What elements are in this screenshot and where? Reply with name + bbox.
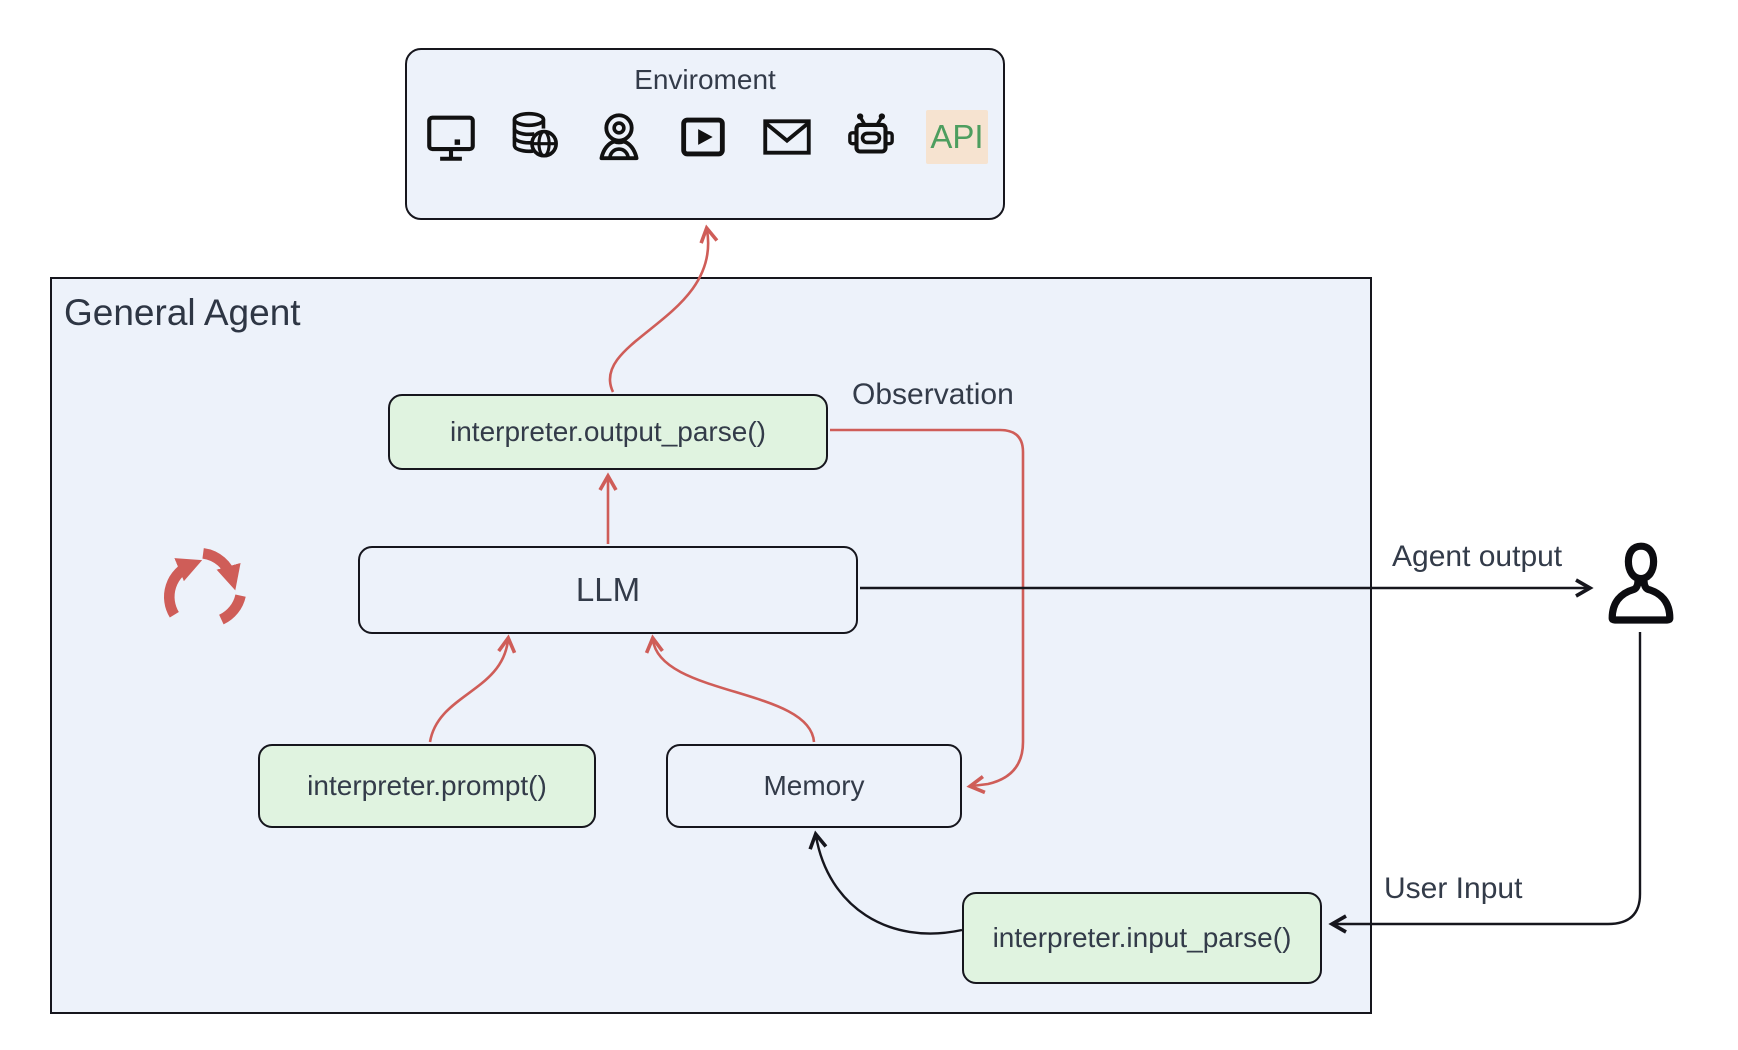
node-prompt: interpreter.prompt() [258, 744, 596, 828]
user-input-label: User Input [1384, 872, 1523, 905]
environment-container: Enviroment [405, 48, 1005, 220]
user-person-icon [1608, 542, 1674, 624]
api-badge: API [926, 110, 988, 164]
node-llm-label: LLM [575, 571, 641, 608]
node-llm: LLM [358, 546, 858, 634]
agent-output-label: Agent output [1392, 540, 1563, 573]
node-prompt-label: interpreter.prompt() [307, 770, 547, 801]
observation-label: Observation [852, 378, 1014, 411]
general-agent-title: General Agent [64, 292, 301, 333]
environment-title: Enviroment [634, 64, 776, 95]
node-input-parse-label: interpreter.input_parse() [992, 922, 1292, 953]
node-memory: Memory [666, 744, 962, 828]
node-output-parse: interpreter.output_parse() [388, 394, 828, 470]
robot-icon [848, 113, 894, 154]
webcam-icon [599, 113, 639, 161]
monitor-icon [427, 115, 475, 161]
video-player-icon [681, 117, 725, 157]
loop-refresh-icon [164, 548, 246, 625]
node-output-parse-label: interpreter.output_parse() [450, 416, 766, 447]
email-icon [763, 119, 811, 155]
node-memory-label: Memory [763, 770, 865, 801]
node-input-parse: interpreter.input_parse() [962, 892, 1322, 984]
database-globe-icon [512, 111, 558, 158]
environment-icon-row: API [422, 108, 988, 166]
